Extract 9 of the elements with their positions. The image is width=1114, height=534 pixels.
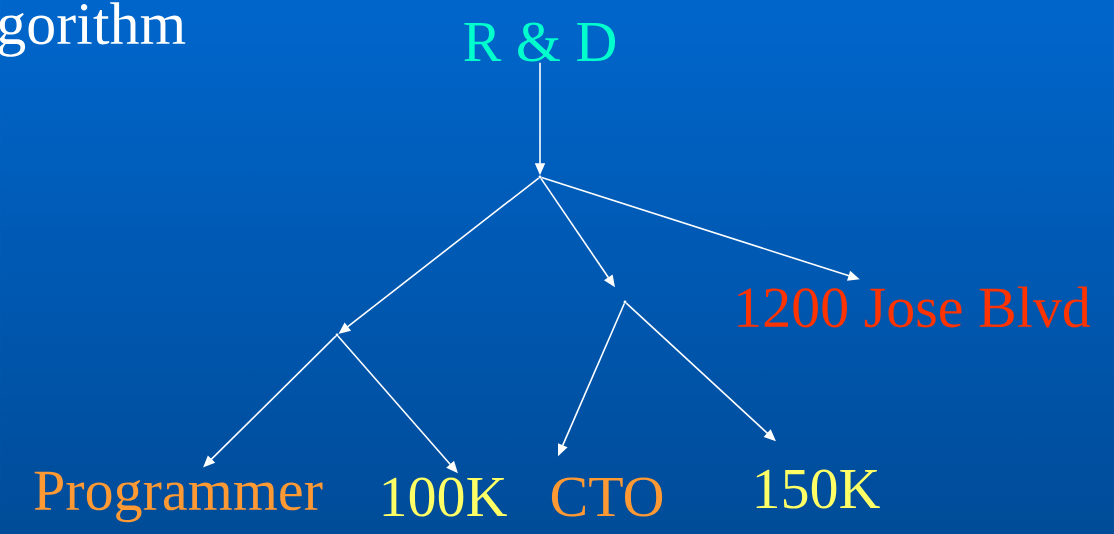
junction-point — [538, 175, 542, 179]
junction-point — [335, 333, 339, 337]
node-label: 150K — [756, 469, 880, 509]
node-label: 1200 Jose Blvd — [738, 286, 1091, 328]
node-label: R & D — [464, 22, 616, 62]
junction-point — [623, 300, 627, 304]
node-label: CTO — [551, 477, 663, 517]
node-label: Programmer — [34, 471, 323, 523]
node-label: 100K — [383, 477, 507, 517]
